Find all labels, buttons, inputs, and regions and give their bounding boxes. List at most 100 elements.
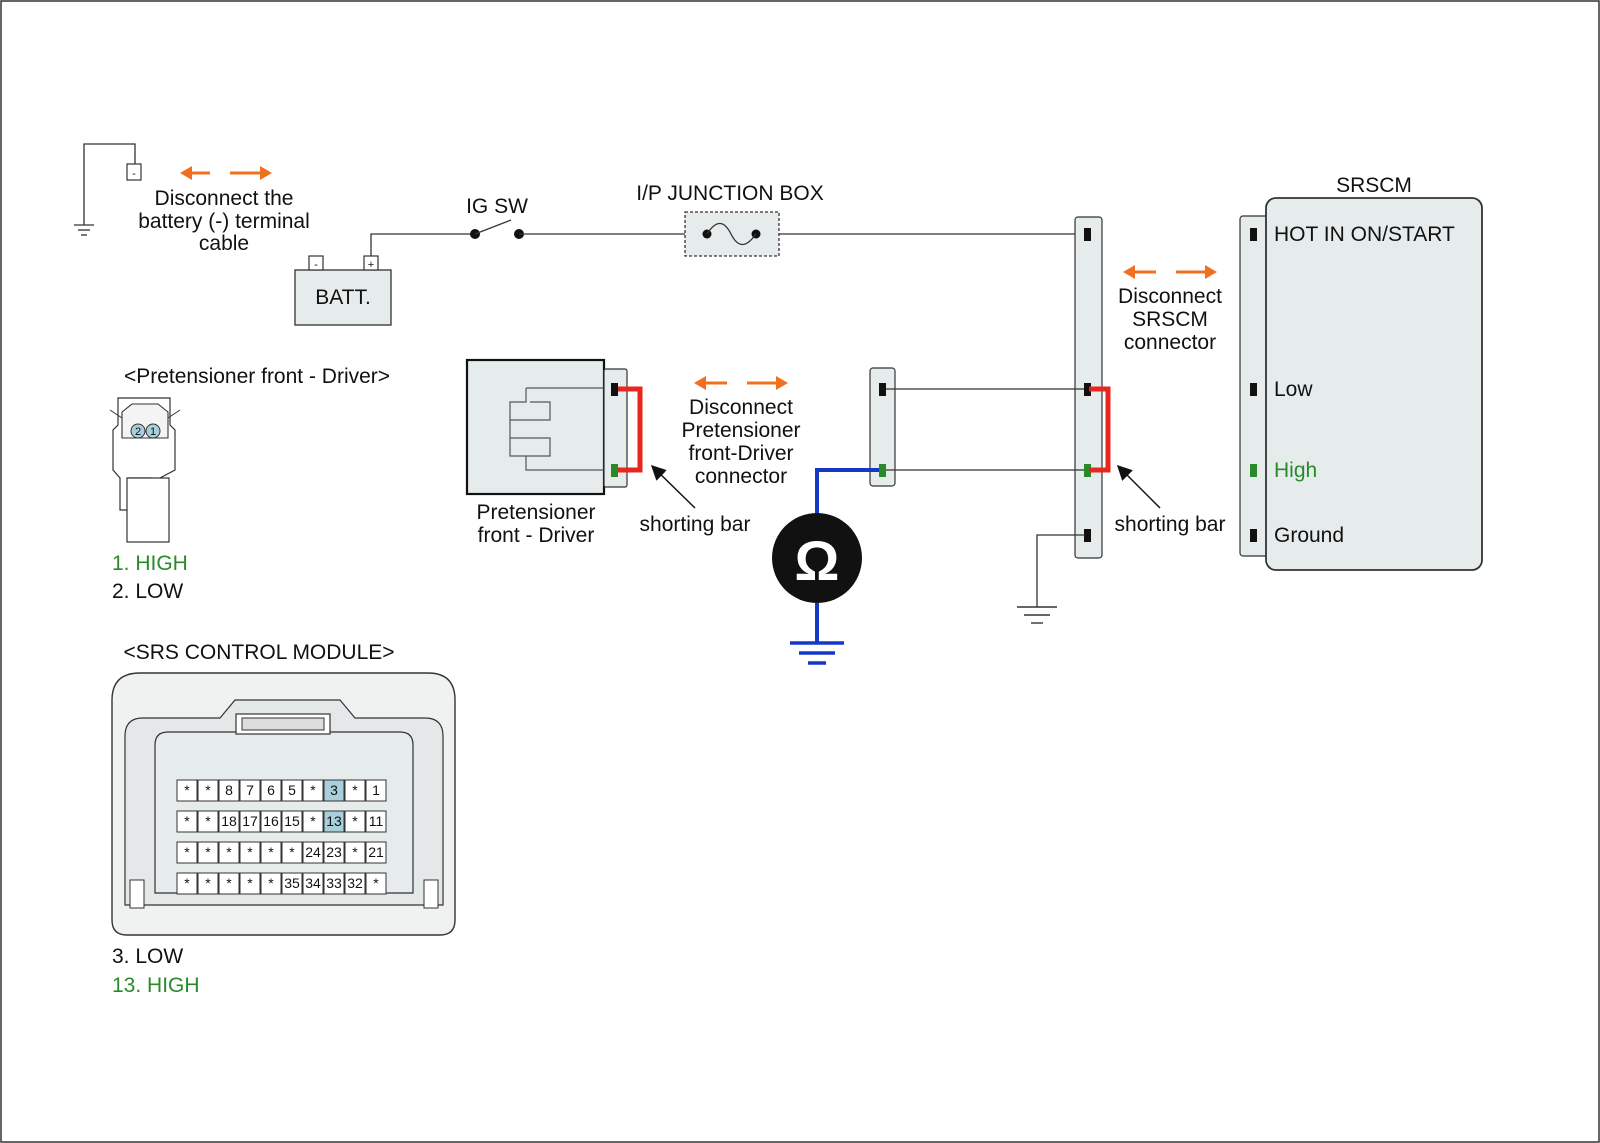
srs-pin-cell (323, 841, 345, 864)
ig-switch-label: IG SW (466, 195, 528, 218)
battery-terminal-ground: - (74, 143, 142, 236)
pretensioner-pin-1: 1 (150, 426, 156, 438)
srs-pin-number: 15 (284, 813, 300, 829)
pretensioner-pin-high: 1. HIGH (112, 552, 188, 575)
ohmmeter-icon: Ω (772, 513, 862, 603)
srs-pin-cell (176, 779, 198, 802)
srs-pin-cell (218, 779, 240, 802)
srscm-pin-low-label: Low (1274, 378, 1313, 401)
srs-pin-number: 34 (305, 875, 321, 891)
pretensioner-pin-2: 2 (135, 426, 141, 438)
srs-pin-number: 16 (263, 813, 279, 829)
srscm-shorting-bar (1089, 386, 1111, 473)
srs-pin-number: 21 (368, 844, 384, 860)
ohmmeter-symbol: Ω (795, 529, 840, 592)
srs-pin-cell (176, 810, 198, 833)
disconnect-arrow-icon (694, 376, 788, 390)
ground-icon (1017, 606, 1057, 624)
battery-instruction-line3: cable (199, 232, 249, 255)
pretensioner-instruction-line3: front-Driver (688, 442, 793, 465)
srs-pin-number: 35 (284, 875, 300, 891)
srs-pin-number: * (352, 782, 358, 798)
srs-pin-cell (260, 810, 282, 833)
srs-pin-number: * (184, 844, 190, 860)
srs-pin-number: 33 (326, 875, 342, 891)
srs-pin-number: * (352, 844, 358, 860)
srs-pin-number: 24 (305, 844, 321, 860)
pretensioner-instruction-line1: Disconnect (689, 396, 793, 419)
pretensioner-connector-title: <Pretensioner front - Driver> (124, 365, 390, 388)
harness-pin-high (1084, 464, 1091, 477)
srs-pin-number: * (268, 844, 274, 860)
srs-pin-cell (344, 872, 366, 895)
srs-pin-number: 13 (326, 813, 342, 829)
srs-pin-cell (323, 779, 345, 802)
pretensioner-label-line1: Pretensioner (476, 501, 595, 524)
battery-label: BATT. (315, 286, 371, 309)
terminal-negative-symbol: - (132, 168, 136, 180)
srs-pin-cell (239, 872, 261, 895)
srs-pin-cell (260, 841, 282, 864)
junction-box (684, 211, 780, 257)
pretensioner-shorting-bar-label: shorting bar (640, 513, 751, 536)
srs-pin-number: 17 (242, 813, 258, 829)
srs-pin-number: 1 (372, 782, 380, 798)
srs-pin-number: 8 (225, 782, 233, 798)
srs-pin-number: * (184, 782, 190, 798)
power-wire (370, 233, 475, 256)
srs-pin-number: 11 (369, 813, 384, 829)
srs-pin-number: * (352, 813, 358, 829)
srs-pin-cell (344, 841, 366, 864)
ignition-switch-icon (470, 219, 524, 239)
srs-pin-cell (281, 779, 303, 802)
srs-pin-number: * (247, 875, 253, 891)
srs-pin-number: 18 (221, 813, 237, 829)
pretensioner-label-line2: front - Driver (478, 524, 595, 547)
srs-pin-cell (323, 872, 345, 895)
srs-pin-cell (302, 841, 324, 864)
harness-pin-hot (1084, 228, 1091, 241)
srs-pin-cell (323, 810, 345, 833)
pretensioner-shorting-bar (618, 386, 643, 473)
pretensioner-instruction-line4: connector (695, 465, 787, 488)
terminal-box (126, 163, 142, 181)
pretensioner-connector (603, 368, 628, 488)
srs-pin-number: * (268, 875, 274, 891)
srs-pin-cell (344, 779, 366, 802)
srs-pin-number: * (373, 875, 379, 891)
srscm-instruction-line1: Disconnect (1118, 285, 1222, 308)
battery-negative-symbol: - (314, 259, 318, 271)
srs-pin-cell (281, 841, 303, 864)
meter-test-connector (869, 367, 896, 487)
srscm-module (1265, 197, 1483, 571)
srs-pin-cell (239, 810, 261, 833)
srs-pin-cell (302, 810, 324, 833)
battery-instruction-line1: Disconnect the (155, 187, 294, 210)
srs-pin-number: 23 (326, 844, 342, 860)
disconnect-arrow-icon (180, 166, 272, 180)
pretensioner-instruction-line2: Pretensioner (681, 419, 800, 442)
srs-pin-number: 32 (347, 875, 363, 891)
srs-pin-cell (260, 872, 282, 895)
srs-pin-cell (365, 779, 387, 802)
battery-positive-symbol: + (368, 259, 374, 271)
harness-pin-low (1084, 383, 1091, 396)
srs-pin-cell (260, 779, 282, 802)
srscm-instruction-line2: SRSCM (1132, 308, 1208, 331)
srscm-title: SRSCM (1336, 174, 1412, 197)
srs-pin-cell (344, 810, 366, 833)
srs-pin-cell (239, 779, 261, 802)
srs-pin-cell (365, 810, 387, 833)
srs-pin-cell (197, 810, 219, 833)
srs-pin-cell (197, 779, 219, 802)
srs-pin-cell (176, 872, 198, 895)
srs-pin-cell (197, 872, 219, 895)
srs-pin-number: * (226, 875, 232, 891)
srscm-pin-high-label: High (1274, 459, 1317, 482)
srs-pin-number: 5 (288, 782, 296, 798)
harness-pin-ground (1084, 529, 1091, 542)
srs-pin-cell (218, 841, 240, 864)
srs-pin-cell (302, 872, 324, 895)
